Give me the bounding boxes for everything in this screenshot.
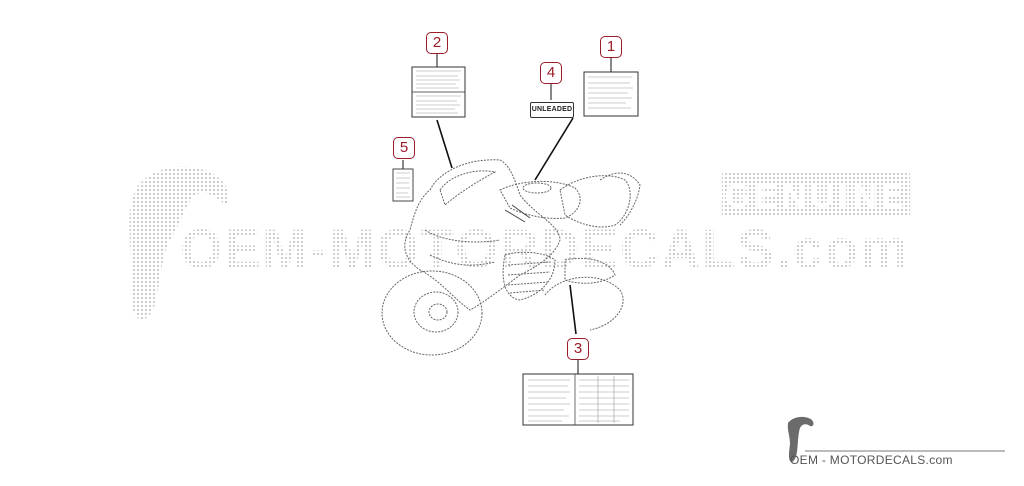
footer-bird-logo-icon bbox=[787, 416, 814, 462]
leader-line-2 bbox=[436, 119, 453, 169]
engine-cover bbox=[502, 251, 556, 301]
front-brake-disc bbox=[413, 291, 459, 333]
callout-5[interactable]: 5 bbox=[393, 137, 415, 159]
leader-lines bbox=[402, 53, 612, 374]
watermark-text: OEM-MOTORDECALS.com bbox=[180, 217, 910, 280]
exhaust bbox=[564, 257, 616, 284]
windscreen bbox=[439, 170, 497, 206]
footer-logo-text: OEM - MOTORDECALS.com bbox=[790, 453, 953, 467]
callout-3[interactable]: 3 bbox=[567, 338, 589, 360]
fuel-tank bbox=[499, 180, 581, 219]
decal-5-small-label[interactable] bbox=[392, 168, 414, 202]
decal-3-information-label[interactable] bbox=[522, 373, 634, 426]
front-wheel bbox=[381, 270, 483, 356]
tail-cowl bbox=[599, 172, 641, 226]
leader-line-4 bbox=[534, 117, 574, 181]
seat bbox=[559, 175, 631, 228]
callout-2[interactable]: 2 bbox=[426, 32, 448, 54]
leader-line-3 bbox=[569, 284, 577, 335]
decal-2-warning-labels[interactable] bbox=[411, 66, 466, 118]
watermark-bird-logo bbox=[129, 166, 229, 320]
watermark-badge-text: GENUINE bbox=[725, 177, 908, 215]
callout-4[interactable]: 4 bbox=[540, 62, 562, 84]
motorcycle-illustration bbox=[381, 159, 641, 356]
rear-wheel bbox=[544, 276, 624, 331]
watermark-main-text: OEM-MOTORDECALS.com bbox=[180, 217, 910, 280]
watermark-genuine-badge: GENUINE bbox=[722, 173, 910, 217]
fuel-cap bbox=[522, 182, 552, 194]
decal-1-warning-label[interactable] bbox=[583, 71, 639, 117]
footer-divider bbox=[805, 450, 1005, 452]
front-fairing bbox=[404, 159, 561, 311]
decal-4-unleaded-label[interactable]: UNLEADED bbox=[530, 102, 574, 118]
callout-1[interactable]: 1 bbox=[600, 36, 622, 58]
